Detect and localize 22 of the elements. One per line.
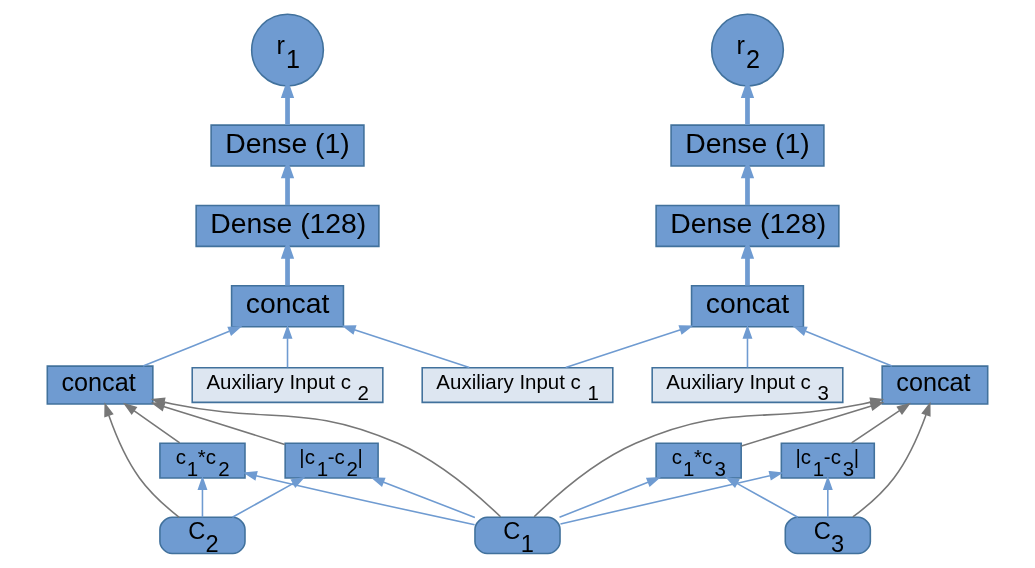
arrow: [242, 471, 476, 526]
arrow: [822, 475, 833, 519]
arrow: [341, 325, 471, 369]
node-box: concat: [881, 365, 989, 405]
arrow: [231, 476, 306, 519]
arrow: [564, 325, 694, 369]
node-box: Dense (1): [210, 124, 365, 167]
node-box: concat: [230, 284, 345, 328]
node-box: Dense (128): [195, 204, 380, 248]
arrow: [142, 326, 243, 367]
arrow: [742, 324, 753, 369]
node-box: concat: [690, 284, 805, 328]
arrow: [725, 476, 799, 519]
node-box: Dense (1): [670, 124, 825, 167]
arrow: [792, 326, 893, 367]
arrow: [558, 477, 661, 519]
arrow: [559, 470, 784, 525]
arrow: [282, 324, 293, 369]
node-box: concat: [46, 365, 154, 405]
node-box: Dense (128): [655, 204, 840, 248]
arrow: [370, 477, 476, 519]
arrow: [197, 475, 208, 519]
